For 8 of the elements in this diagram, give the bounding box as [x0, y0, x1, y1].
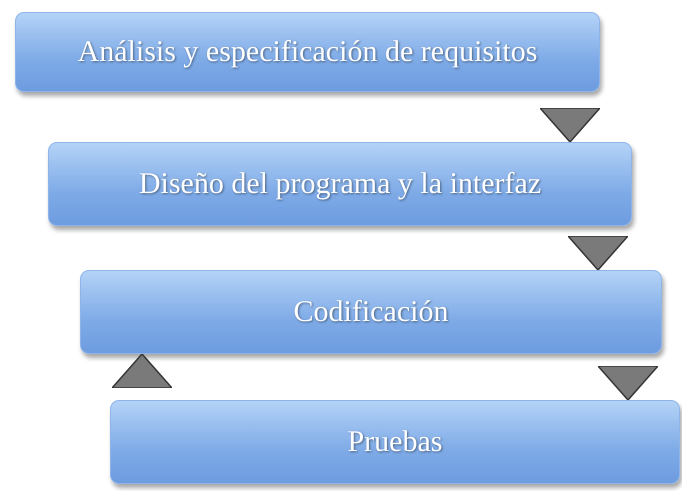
process-box: [48, 142, 632, 226]
process-box: [80, 270, 662, 354]
step-label: Codificación: [294, 295, 448, 329]
step-label: Pruebas: [348, 425, 442, 459]
process-box: [110, 400, 680, 484]
process-box: [15, 12, 600, 92]
step-label: Análisis y especificación de requisitos: [78, 35, 538, 69]
step-label: Diseño del programa y la interfaz: [138, 167, 542, 201]
